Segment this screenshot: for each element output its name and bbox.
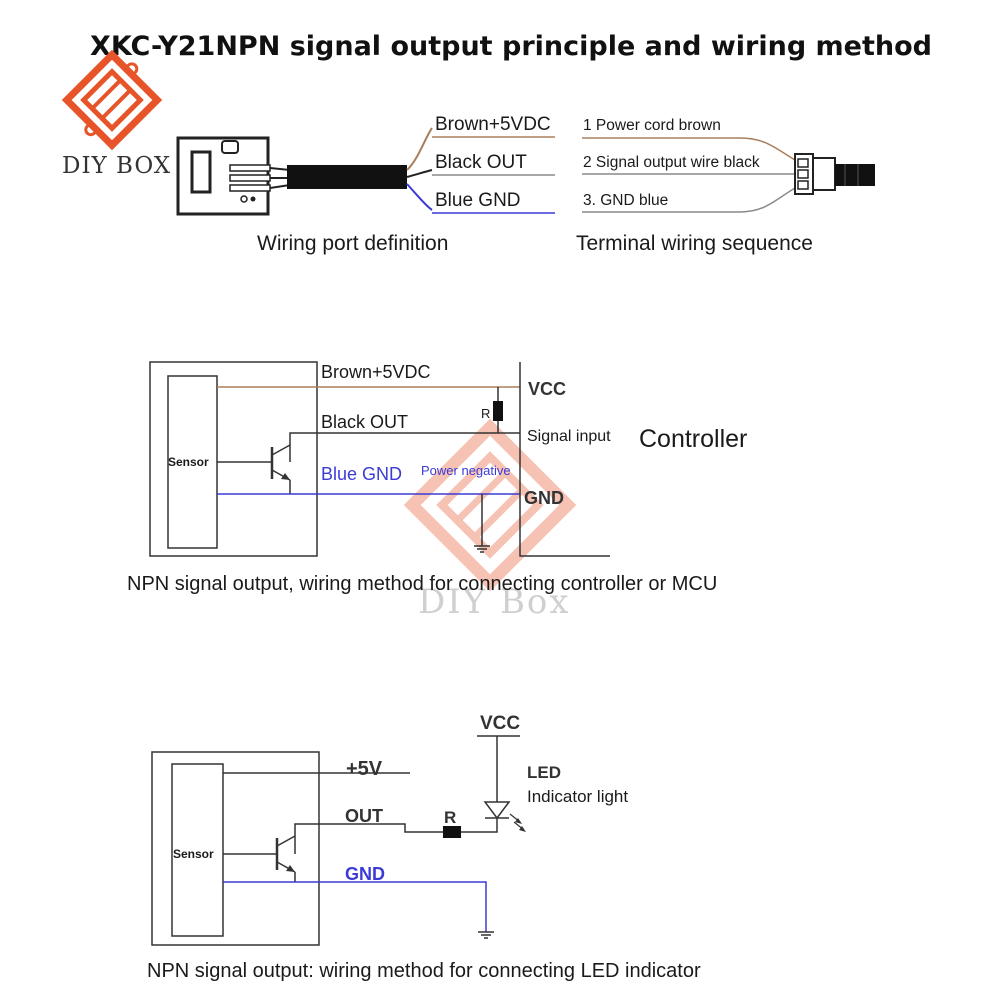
brown-label: Brown+5VDC <box>321 362 431 382</box>
led-gnd-label: GND <box>345 864 385 884</box>
cable <box>269 127 555 214</box>
power-negative-label: Power negative <box>421 463 511 478</box>
wiring-port-caption: Wiring port definition <box>257 232 448 255</box>
brown-wire <box>406 127 433 171</box>
logo-text: DIY BOX <box>62 153 171 179</box>
terminal-label-3: 3. GND blue <box>583 192 668 209</box>
led-resistor <box>443 826 461 838</box>
terminal-label-1: 1 Power cord brown <box>583 117 721 134</box>
gnd-label: GND <box>524 488 564 508</box>
led-diode <box>483 801 511 820</box>
watermark-text: DIY Box <box>418 582 571 622</box>
sensor-label: Sensor <box>168 455 209 469</box>
sensor-board <box>176 136 271 216</box>
plus5v-label: +5V <box>346 758 383 780</box>
wire-label-brown: Brown+5VDC <box>435 114 551 135</box>
led-label: LED <box>527 763 561 782</box>
resistor-label: R <box>481 406 490 421</box>
sensor-block-2 <box>171 763 224 937</box>
out-line-2 <box>294 823 443 854</box>
r-label: R <box>444 808 456 827</box>
controller-caption: NPN signal output, wiring method for con… <box>127 573 717 595</box>
terminal-caption: Terminal wiring sequence <box>576 232 813 255</box>
blue-wire <box>406 183 433 211</box>
out-label: OUT <box>345 806 383 826</box>
controller-label: Controller <box>639 425 747 453</box>
controller-box <box>519 362 610 557</box>
led-caption: NPN signal output: wiring method for con… <box>147 960 701 982</box>
terminal-connector <box>582 137 875 213</box>
sensor-housing-2 <box>151 751 320 946</box>
controller-circuit <box>149 361 610 557</box>
diy-box-logo: DIY BOX <box>61 49 171 179</box>
pullup-resistor <box>493 401 503 421</box>
blue-label: Blue GND <box>321 464 402 484</box>
black-wire <box>406 169 433 178</box>
out-line <box>289 432 520 462</box>
page-title: XKC-Y21NPN signal output principle and w… <box>90 31 932 62</box>
indicator-light-label: Indicator light <box>527 787 628 806</box>
gnd-line-2 <box>223 881 487 932</box>
sensor-housing <box>149 361 318 557</box>
wire-label-black: Black OUT <box>435 152 527 173</box>
signal-input-label: Signal input <box>527 428 611 445</box>
black-label: Black OUT <box>321 412 408 432</box>
sensor-label-2: Sensor <box>173 847 214 861</box>
led-vcc-label: VCC <box>480 713 520 734</box>
led-circuit <box>151 735 526 946</box>
wire-label-blue: Blue GND <box>435 190 521 211</box>
terminal-label-2: 2 Signal output wire black <box>583 154 760 171</box>
vcc-label: VCC <box>528 379 566 399</box>
